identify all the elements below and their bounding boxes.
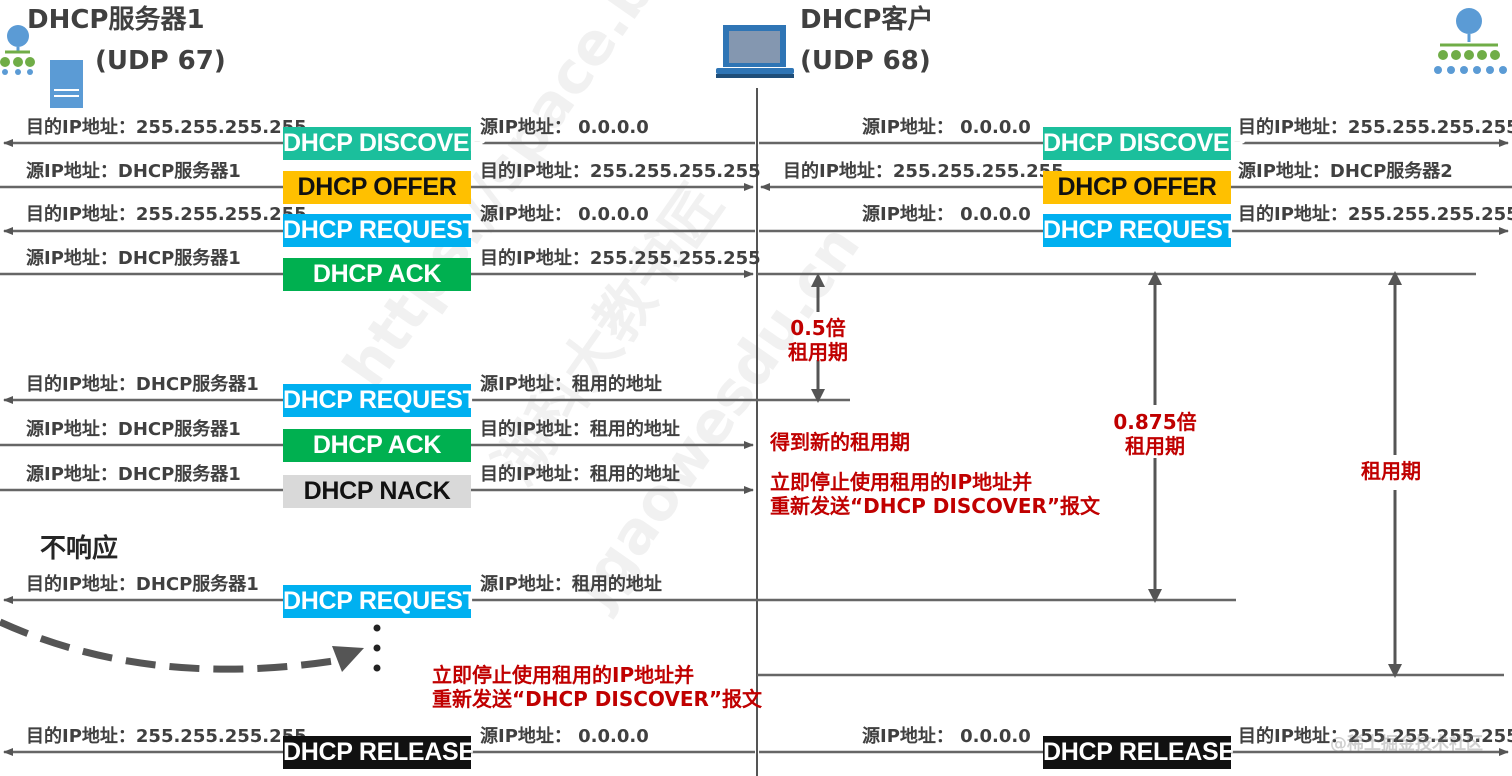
row-right-label: 目的IP地址：255.255.255.255	[480, 161, 761, 182]
server1-port: (UDP 67)	[95, 46, 226, 76]
rrow-left-label: 目的IP地址：255.255.255.255	[783, 161, 1064, 182]
msg-dhcp-release: DHCP RELEASE	[283, 736, 475, 769]
row-right-label: 源IP地址： 0.0.0.0	[480, 117, 649, 138]
row-right-label: 源IP地址： 0.0.0.0	[480, 204, 649, 225]
rrow-left-label: 源IP地址： 0.0.0.0	[862, 204, 1031, 225]
row-left-label: 源IP地址：DHCP服务器1	[26, 248, 241, 269]
new-lease-note: 得到新的租用期	[770, 430, 910, 454]
footer-watermark: @稀土掘金技术社区	[1330, 734, 1483, 754]
row-right-label: 目的IP地址：租用的地址	[480, 419, 680, 440]
rrow-right-label: 源IP地址：DHCP服务器2	[1238, 161, 1453, 182]
network-icon	[1434, 8, 1507, 74]
stop-rediscover-note: 立即停止使用租用的IP地址并重新发送“DHCP DISCOVER”报文	[432, 663, 763, 711]
row-left-label: 源IP地址：DHCP服务器1	[26, 419, 241, 440]
msg-dhcp-nack: DHCP NACK	[283, 475, 471, 508]
msg-dhcp-request: DHCP REQUEST	[283, 384, 478, 417]
server-icon	[50, 60, 83, 108]
row-left-label: 目的IP地址：DHCP服务器1	[26, 374, 259, 395]
msg-dhcp-release: DHCP RELEASE	[1043, 736, 1235, 769]
msg-dhcp-offer: DHCP OFFER	[1043, 171, 1231, 204]
row-right-label: 源IP地址：租用的地址	[480, 574, 662, 595]
row-right-label: 源IP地址：租用的地址	[480, 374, 662, 395]
client-title: DHCP客户	[800, 5, 934, 35]
rrow-right-label: 目的IP地址：255.255.255.255	[1238, 117, 1512, 138]
msg-dhcp-request: DHCP REQUEST	[283, 585, 478, 618]
lease-label: 租用期	[1361, 459, 1421, 483]
rrow-right-label: 目的IP地址：255.255.255.255	[1238, 726, 1512, 747]
msg-dhcp-ack: DHCP ACK	[283, 429, 471, 462]
row-right-label: 源IP地址： 0.0.0.0	[480, 726, 649, 747]
p875-lease-label: 0.875倍租用期	[1113, 410, 1197, 458]
network-icon	[0, 25, 35, 75]
rrow-left-label: 源IP地址： 0.0.0.0	[862, 117, 1031, 138]
stop-rediscover-note: 立即停止使用租用的IP地址并重新发送“DHCP DISCOVER”报文	[770, 470, 1101, 518]
msg-dhcp-ack: DHCP ACK	[283, 258, 471, 291]
msg-dhcp-request: DHCP REQUEST	[1043, 214, 1238, 247]
msg-dhcp-discover: DHCP DISCOVER	[1043, 127, 1247, 160]
row-left-label: 源IP地址：DHCP服务器1	[26, 161, 241, 182]
rrow-left-label: 源IP地址： 0.0.0.0	[862, 726, 1031, 747]
msg-dhcp-request: DHCP REQUEST	[283, 214, 478, 247]
row-right-label: 目的IP地址：租用的地址	[480, 464, 680, 485]
no-response-label: 不响应	[40, 534, 119, 564]
rrow-right-label: 目的IP地址：255.255.255.255	[1238, 204, 1512, 225]
row-right-label: 目的IP地址：255.255.255.255	[480, 248, 761, 269]
server1-title: DHCP服务器1	[27, 5, 205, 35]
laptop-icon	[716, 25, 794, 78]
row-left-label: 目的IP地址：255.255.255.255	[26, 726, 307, 747]
half-lease-label: 0.5倍租用期	[788, 316, 848, 364]
row-left-label: 目的IP地址：255.255.255.255	[26, 204, 307, 225]
row-left-label: 源IP地址：DHCP服务器1	[26, 464, 241, 485]
row-left-label: 目的IP地址：255.255.255.255	[26, 117, 307, 138]
client-port: (UDP 68)	[800, 46, 931, 76]
row-left-label: 目的IP地址：DHCP服务器1	[26, 574, 259, 595]
msg-dhcp-offer: DHCP OFFER	[283, 171, 471, 204]
msg-dhcp-discover: DHCP DISCOVER	[283, 127, 487, 160]
